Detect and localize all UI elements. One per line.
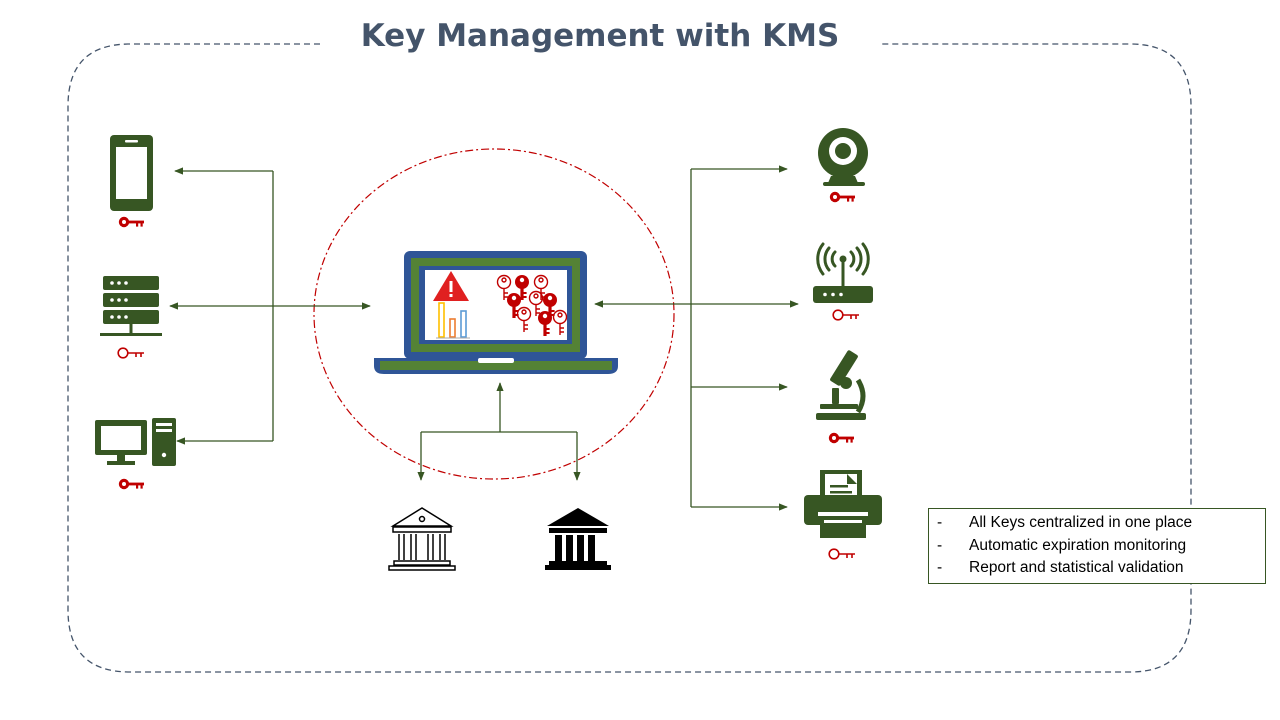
note-text: Automatic expiration monitoring	[969, 536, 1187, 554]
connector-lines	[169, 165, 799, 511]
note-item: - Report and statistical validation	[937, 557, 1265, 580]
note-bullet: -	[937, 536, 943, 554]
microscope-icon	[816, 350, 866, 420]
features-note-box: - All Keys centralized in one place - Au…	[928, 508, 1266, 584]
wifi-router-icon	[813, 242, 873, 303]
key-icon	[828, 432, 854, 444]
key-icon	[118, 478, 144, 490]
note-item: - Automatic expiration monitoring	[937, 535, 1265, 558]
note-bullet: -	[937, 559, 943, 576]
printer-icon	[804, 470, 882, 538]
key-icon	[118, 216, 144, 228]
kms-boundary-circle	[313, 148, 675, 480]
kms-laptop-icon	[374, 251, 618, 374]
server-icon	[100, 276, 162, 336]
key-icon	[828, 548, 856, 560]
diagram-frame	[67, 43, 1192, 673]
note-text: Report and statistical validation	[969, 559, 1184, 576]
webcam-icon	[818, 128, 868, 186]
bank-outline-icon	[388, 507, 456, 571]
smartphone-icon	[110, 135, 153, 211]
desktop-computer-icon	[95, 418, 176, 466]
key-icon	[832, 309, 860, 321]
note-text: All Keys centralized in one place	[969, 514, 1193, 531]
note-bullet: -	[937, 514, 943, 531]
page-title: Key Management with KMS	[330, 18, 870, 54]
key-icon	[829, 191, 855, 203]
statistics-bars-icon	[436, 302, 470, 339]
key-icon	[117, 347, 145, 359]
note-item: - All Keys centralized in one place	[937, 512, 1265, 535]
bank-filled-icon	[545, 508, 611, 570]
